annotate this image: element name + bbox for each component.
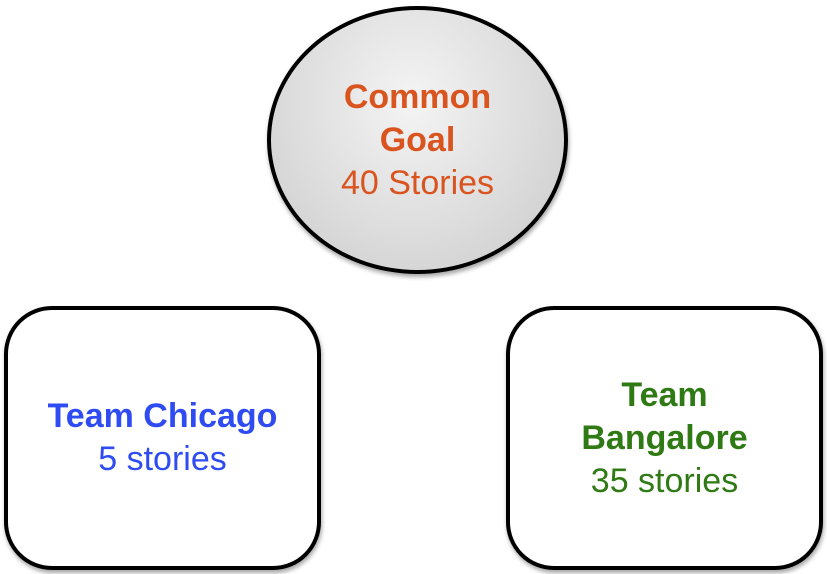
- team-chicago-count: 5 stories: [98, 440, 227, 478]
- common-goal-node: Common Goal 40 Stories: [267, 6, 568, 274]
- team-bangalore-count: 35 stories: [590, 461, 739, 500]
- team-bangalore-title: Team Bangalore: [581, 375, 748, 457]
- common-goal-count: 40 Stories: [340, 163, 495, 202]
- team-chicago-title: Team Chicago: [47, 397, 278, 435]
- common-goal-title: Common Goal: [343, 77, 492, 159]
- team-bangalore-node: Team Bangalore 35 stories: [506, 306, 823, 570]
- team-chicago-node: Team Chicago 5 stories: [4, 306, 321, 570]
